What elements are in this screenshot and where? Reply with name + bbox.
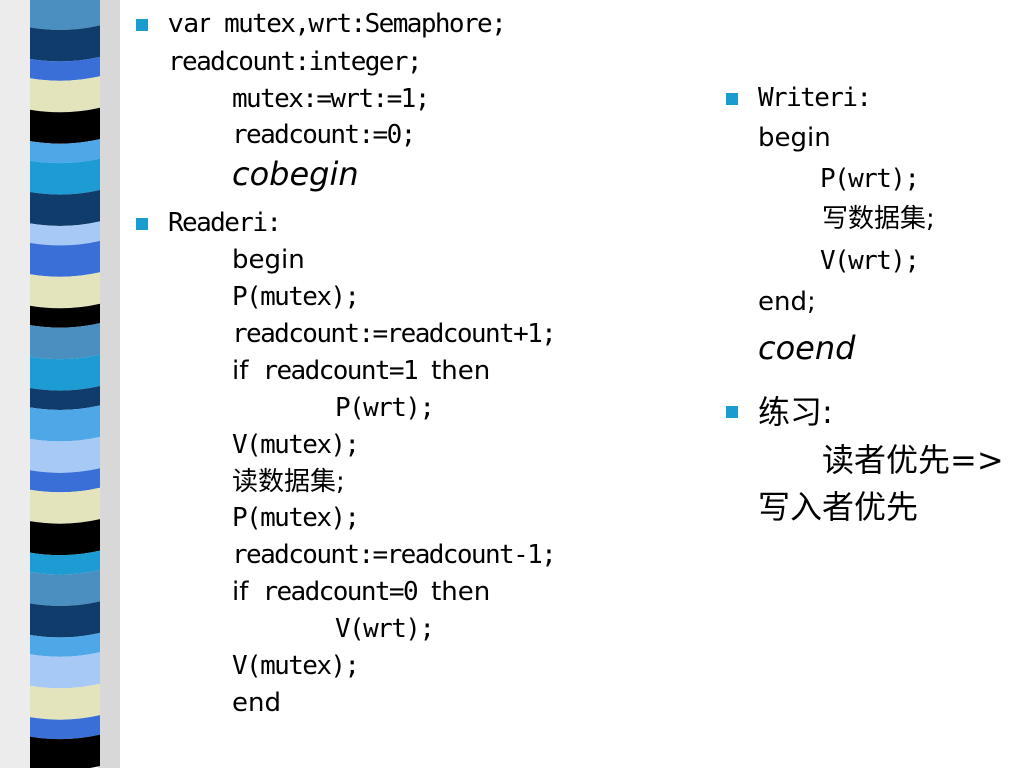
code-line-var: var mutex,wrt:Semaphore; [168,6,507,42]
bullet-square-icon [136,19,148,31]
stripe-segment [30,303,100,328]
stripe-segment [30,272,100,309]
code-line-if-readcount-0: if readcount=0 then [232,574,490,610]
var-declaration-text: mutex,wrt:Semaphore; [210,9,507,39]
keyword-cobegin: cobegin [232,155,359,193]
code-line-v-wrt: V(wrt); [335,614,435,644]
code-line-readcount-dec: readcount:=readcount-1; [232,540,557,570]
code-line-p-wrt: P(wrt); [820,164,920,194]
stripe-left-edge [0,0,30,768]
keyword-if: if [232,577,249,607]
stripe-segment [30,240,100,277]
stripe-segment [30,107,100,144]
code-line-p-wrt: P(wrt); [335,393,435,423]
keyword-if: if [232,356,249,386]
code-line-v-wrt: V(wrt); [820,246,920,276]
stripe-segment [30,652,100,689]
code-line-p-mutex-2: P(mutex); [232,503,360,533]
exercise-line-reader-priority: 读者优先=> [822,441,1004,479]
decorative-stripe-band [0,0,120,768]
bullet-square-icon [136,218,148,230]
code-line-write-data: 写数据集; [822,204,935,234]
keyword-begin: begin [758,123,831,153]
keyword-then: then [431,356,491,386]
stripe-segment [30,550,100,575]
code-line-readcount-inc: readcount:=readcount+1; [232,319,557,349]
bullet-square-icon [726,406,738,418]
stripe-segment [30,56,100,81]
code-line-readcount-init: readcount:=0; [232,120,416,150]
stripe-segment [30,632,100,657]
reader-title: Readeri: [168,208,282,238]
stripe-segment [30,519,100,556]
exercise-title: 练习: [758,393,833,431]
stripe-segment [30,76,100,113]
stripe-segment [30,468,100,493]
stripe-segment [30,405,100,442]
keyword-begin: begin [232,245,305,275]
stripe-segment [30,25,100,62]
stripe-segment [30,386,100,410]
stripe-segment [30,436,100,473]
code-line-read-data: 读数据集; [232,467,345,497]
stripe-segment [30,221,100,246]
stripe-shadow [98,0,120,768]
stripe-segment [30,487,100,524]
stripe-segment [30,323,100,360]
code-line-if-readcount-1: if readcount=1 then [232,353,490,389]
if-condition-text: readcount=0 [248,577,432,607]
stripe-segment [30,354,100,391]
keyword-var: var [168,9,211,39]
stripe-segment [30,683,100,720]
bullet-square-icon [726,93,738,105]
stripe-segment [30,0,100,30]
code-line-readcount-decl: readcount:integer; [168,47,423,77]
stripe-segment [30,158,100,195]
stripe-segment [30,715,100,740]
stripe-segment [30,190,100,226]
stripe-graphic [0,0,120,768]
keyword-end: end [232,688,281,718]
keyword-end: end; [758,287,816,317]
code-line-v-mutex: V(mutex); [232,430,360,460]
stripe-segment [30,601,100,638]
stripe-segment [30,139,100,164]
code-line-v-mutex-2: V(mutex); [232,651,360,681]
code-line-p-mutex: P(mutex); [232,282,360,312]
stripe-segment [30,734,100,768]
stripe-segment [30,570,100,606]
writer-title: Writeri: [758,83,872,113]
code-line-mutex-init: mutex:=wrt:=1; [232,84,430,114]
keyword-coend: coend [758,329,856,367]
if-condition-text: readcount=1 [248,356,432,386]
exercise-line-writer-priority: 写入者优先 [758,488,919,526]
keyword-then: then [431,577,491,607]
